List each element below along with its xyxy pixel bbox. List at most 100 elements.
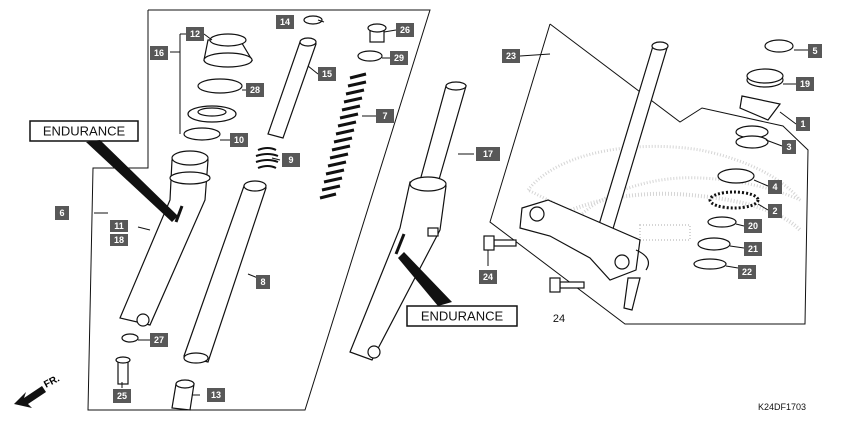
- callout-22[interactable]: 22: [738, 265, 756, 279]
- callout-28[interactable]: 28: [246, 83, 264, 97]
- callout-10[interactable]: 10: [230, 133, 248, 147]
- callout-24-plain[interactable]: 24: [553, 313, 565, 325]
- bottom-cone-race-part: [697, 237, 731, 251]
- endurance-arrow-right: [398, 252, 452, 306]
- callout-4[interactable]: 4: [768, 180, 782, 194]
- svg-text:21: 21: [748, 244, 758, 254]
- snap-ring-part: [197, 78, 243, 94]
- endurance-label-left: ENDURANCE: [29, 120, 139, 142]
- oil-lock-piece-part: [171, 379, 195, 411]
- svg-text:23: 23: [506, 51, 516, 61]
- socket-bolt-part: [115, 356, 131, 385]
- left-fork-group-frame: [87, 9, 431, 411]
- callout-16[interactable]: 16: [150, 46, 168, 60]
- callout-24[interactable]: 24: [479, 270, 497, 284]
- callout-3[interactable]: 3: [782, 140, 796, 154]
- stem-dust-seal-part: [707, 216, 737, 228]
- callout-5[interactable]: 5: [808, 44, 822, 58]
- callout-26[interactable]: 26: [396, 23, 414, 37]
- callout-11[interactable]: 11: [110, 220, 128, 232]
- svg-text:12: 12: [190, 29, 200, 39]
- steering-stem-group-frame: [489, 23, 809, 325]
- fork-pipe-part: [183, 180, 267, 364]
- callout-15[interactable]: 15: [318, 67, 336, 81]
- dust-seal-part: [203, 33, 254, 68]
- svg-text:28: 28: [250, 85, 260, 95]
- callout-20[interactable]: 20: [744, 219, 762, 233]
- svg-text:16: 16: [154, 48, 164, 58]
- svg-text:11: 11: [114, 221, 124, 231]
- o-ring-part: [357, 50, 383, 62]
- callout-12[interactable]: 12: [186, 27, 204, 41]
- svg-text:15: 15: [322, 69, 332, 79]
- svg-text:27: 27: [154, 335, 164, 345]
- oil-seal-part: [187, 105, 237, 123]
- callout-17[interactable]: 17: [476, 147, 500, 161]
- flange-bolt-part-2: [549, 277, 585, 293]
- svg-text:6: 6: [59, 208, 64, 218]
- svg-text:9: 9: [288, 155, 293, 165]
- callout-6[interactable]: 6: [55, 206, 69, 220]
- svg-text:26: 26: [400, 25, 410, 35]
- callout-19[interactable]: 19: [796, 77, 814, 91]
- top-nut-part: [303, 15, 323, 25]
- cone-race-part: [735, 125, 769, 149]
- lock-nut-part: [746, 68, 784, 88]
- svg-text:29: 29: [394, 53, 404, 63]
- washer-part: [121, 333, 139, 343]
- svg-text:25: 25: [117, 391, 127, 401]
- svg-text:22: 22: [742, 267, 752, 277]
- endurance-arrow-left: [86, 140, 178, 222]
- svg-text:4: 4: [772, 182, 777, 192]
- callout-14[interactable]: 14: [276, 15, 294, 29]
- callout-27[interactable]: 27: [150, 333, 168, 347]
- callout-8[interactable]: 8: [256, 275, 270, 289]
- svg-text:3: 3: [786, 142, 791, 152]
- svg-text:ENDURANCE: ENDURANCE: [421, 309, 504, 324]
- fork-spring-part: [319, 72, 367, 200]
- callout-25[interactable]: 25: [113, 389, 131, 403]
- callout-9[interactable]: 9: [282, 153, 300, 167]
- upper-ball-race-part: [717, 168, 755, 184]
- callout-29[interactable]: 29: [390, 51, 408, 65]
- rebound-spring-part: [255, 147, 279, 169]
- callout-21[interactable]: 21: [744, 242, 762, 256]
- fork-bolt-part: [367, 23, 387, 43]
- right-fork-assembly-part: [349, 81, 467, 361]
- svg-text:FR.: FR.: [42, 373, 62, 390]
- callout-23[interactable]: 23: [502, 49, 520, 63]
- flange-bolt-part: [483, 235, 517, 251]
- steel-balls-part: [708, 190, 760, 210]
- callout-13[interactable]: 13: [207, 388, 225, 402]
- svg-text:17: 17: [483, 149, 493, 159]
- svg-text:14: 14: [280, 17, 290, 27]
- fork-slider-part: [119, 150, 211, 327]
- backup-ring-part: [183, 127, 221, 141]
- svg-text:ENDURANCE: ENDURANCE: [43, 124, 126, 139]
- callout-1[interactable]: 1: [796, 117, 810, 131]
- steering-stem-part: [519, 41, 669, 311]
- diagram-code: K24DF1703: [758, 402, 806, 412]
- svg-text:24: 24: [483, 272, 493, 282]
- svg-text:1: 1: [800, 119, 805, 129]
- front-direction-arrow: FR.: [14, 373, 62, 408]
- steel-ball-race-part: [739, 95, 782, 121]
- damper-rod-part: [267, 37, 317, 139]
- svg-text:19: 19: [800, 79, 810, 89]
- svg-text:7: 7: [382, 111, 387, 121]
- svg-text:2: 2: [772, 206, 777, 216]
- leader-lines: [94, 19, 808, 396]
- callout-7[interactable]: 7: [376, 109, 394, 123]
- bottom-washer-part: [693, 258, 727, 270]
- svg-text:18: 18: [114, 235, 124, 245]
- svg-text:10: 10: [234, 135, 244, 145]
- svg-text:20: 20: [748, 221, 758, 231]
- stem-nut-part: [764, 39, 794, 53]
- callout-18[interactable]: 18: [110, 234, 128, 246]
- svg-text:5: 5: [812, 46, 817, 56]
- svg-text:13: 13: [211, 390, 221, 400]
- endurance-label-right: ENDURANCE: [406, 305, 518, 327]
- callout-2[interactable]: 2: [768, 204, 782, 218]
- svg-text:8: 8: [260, 277, 265, 287]
